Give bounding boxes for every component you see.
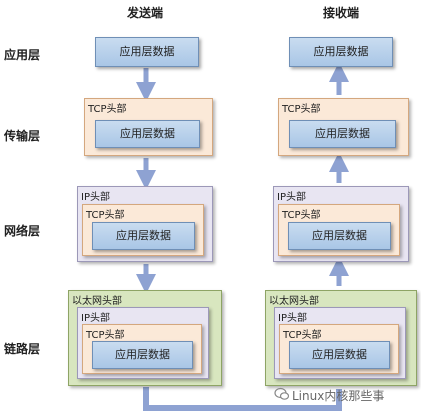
send-eth-ip-packet: IP头部 TCP头部 应用层数据 bbox=[77, 307, 209, 379]
send-app-data-label: 应用层数据 bbox=[119, 45, 175, 58]
receive-ip-packet: IP头部 TCP头部 应用层数据 bbox=[273, 186, 409, 262]
receive-app-data-box: 应用层数据 bbox=[289, 37, 393, 67]
send-tcp-app-data-box: 应用层数据 bbox=[95, 120, 200, 148]
send-ip-packet: IP头部 TCP头部 应用层数据 bbox=[77, 186, 213, 262]
send-eth-app-data-box: 应用层数据 bbox=[92, 341, 193, 369]
send-eth-ip-header-label: IP头部 bbox=[81, 313, 110, 324]
receive-ip-header-label: IP头部 bbox=[277, 192, 306, 203]
receive-column-title: 接收端 bbox=[322, 6, 359, 20]
receive-eth-header-label: 以太网头部 bbox=[269, 296, 319, 307]
receive-tcp-header-label: TCP头部 bbox=[282, 104, 321, 115]
send-ip-tcp-segment: TCP头部 应用层数据 bbox=[82, 204, 204, 256]
receive-eth-ip-packet: IP头部 TCP头部 应用层数据 bbox=[274, 307, 406, 379]
receive-eth-app-data-box: 应用层数据 bbox=[289, 341, 390, 369]
receive-eth-tcp-header-label: TCP头部 bbox=[283, 330, 322, 341]
receive-tcp-app-data-label: 应用层数据 bbox=[315, 127, 370, 140]
receive-eth-tcp-segment: TCP头部 应用层数据 bbox=[279, 324, 399, 374]
send-column-title: 发送端 bbox=[126, 6, 163, 20]
receive-ip-tcp-header-label: TCP头部 bbox=[282, 210, 321, 221]
send-ip-header-label: IP头部 bbox=[81, 192, 110, 203]
receive-ethernet-frame: 以太网头部 IP头部 TCP头部 应用层数据 bbox=[265, 290, 417, 386]
send-eth-app-data-label: 应用层数据 bbox=[115, 348, 170, 361]
send-app-data-box: 应用层数据 bbox=[95, 37, 199, 67]
receive-eth-ip-header-label: IP头部 bbox=[278, 313, 307, 324]
receive-app-data-label: 应用层数据 bbox=[313, 45, 369, 58]
layer-label-link: 链路层 bbox=[4, 342, 41, 356]
receive-tcp-segment: TCP头部 应用层数据 bbox=[278, 98, 409, 156]
layer-label-application: 应用层 bbox=[4, 48, 41, 62]
send-tcp-app-data-label: 应用层数据 bbox=[120, 127, 175, 140]
send-tcp-header-label: TCP头部 bbox=[88, 104, 127, 115]
receive-ip-app-data-box: 应用层数据 bbox=[288, 222, 391, 250]
send-eth-header-label: 以太网头部 bbox=[72, 296, 122, 307]
receive-tcp-app-data-box: 应用层数据 bbox=[289, 120, 396, 148]
send-ethernet-frame: 以太网头部 IP头部 TCP头部 应用层数据 bbox=[68, 290, 222, 386]
receive-eth-app-data-label: 应用层数据 bbox=[312, 348, 367, 361]
send-eth-tcp-header-label: TCP头部 bbox=[86, 330, 125, 341]
receive-ip-tcp-segment: TCP头部 应用层数据 bbox=[278, 204, 400, 256]
send-ip-app-data-box: 应用层数据 bbox=[92, 222, 195, 250]
wechat-logo-icon bbox=[274, 386, 290, 402]
layer-label-transport: 传输层 bbox=[4, 129, 41, 143]
send-tcp-segment: TCP头部 应用层数据 bbox=[84, 98, 213, 156]
send-ip-tcp-header-label: TCP头部 bbox=[86, 210, 125, 221]
send-ip-app-data-label: 应用层数据 bbox=[116, 229, 171, 242]
layer-label-network: 网络层 bbox=[4, 224, 41, 238]
watermark-text: Linux内核那些事 bbox=[292, 389, 385, 403]
send-eth-tcp-segment: TCP头部 应用层数据 bbox=[82, 324, 202, 374]
receive-ip-app-data-label: 应用层数据 bbox=[312, 229, 367, 242]
transmission-path bbox=[143, 387, 342, 411]
